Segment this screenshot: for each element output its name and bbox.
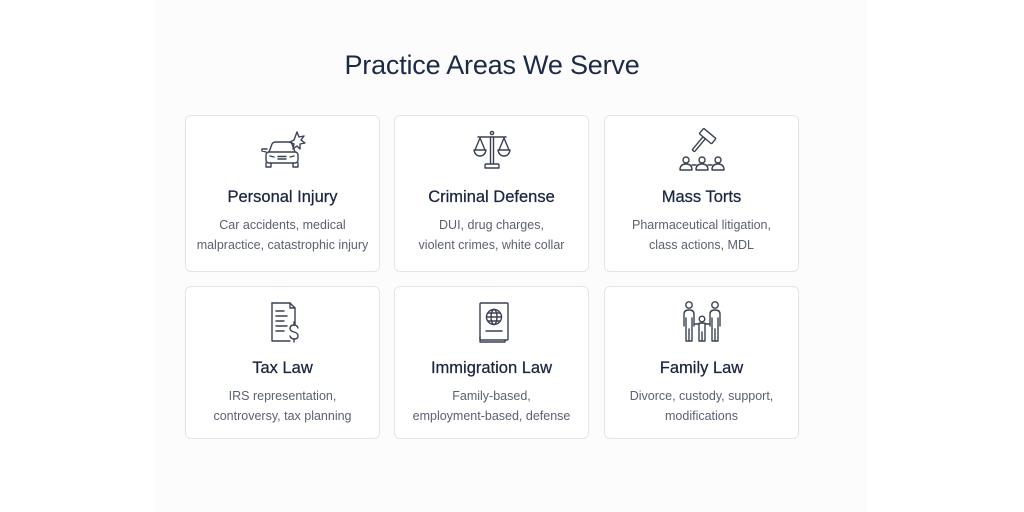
card-title: Family Law xyxy=(659,359,744,377)
description-line: class actions, MDL xyxy=(649,238,754,252)
passport-icon xyxy=(466,299,518,347)
gavel-group-icon xyxy=(676,128,728,176)
card-description: IRS representation, controversy, tax pla… xyxy=(192,386,373,426)
card-description: Divorce, custody, support, modifications xyxy=(611,386,792,426)
card-description: Pharmaceutical litigation, class actions… xyxy=(611,215,792,255)
description-line: controversy, tax planning xyxy=(213,409,352,423)
practice-card-personal-injury[interactable]: Personal Injury Car accidents, medical m… xyxy=(185,115,380,272)
card-title: Criminal Defense xyxy=(428,188,555,206)
description-line: Pharmaceutical litigation, xyxy=(632,218,771,232)
description-line: Divorce, custody, support, xyxy=(629,389,774,403)
description-line: violent crimes, white collar xyxy=(418,238,565,252)
scales-of-justice-icon xyxy=(466,128,518,176)
section-title: Practice Areas We Serve xyxy=(344,50,640,80)
card-description: DUI, drug charges, violent crimes, white… xyxy=(401,215,582,255)
description-line: modifications xyxy=(665,409,738,423)
description-line: employment-based, defense xyxy=(412,409,571,423)
description-line: IRS representation, xyxy=(228,389,337,403)
card-title: Personal Injury xyxy=(227,188,338,206)
description-line: malpractice, catastrophic injury xyxy=(196,238,369,252)
family-icon xyxy=(676,299,728,347)
practice-card-family-law[interactable]: Family Law Divorce, custody, support, mo… xyxy=(604,286,799,439)
practice-card-mass-torts[interactable]: Mass Torts Pharmaceutical litigation, cl… xyxy=(604,115,799,272)
card-title: Immigration Law xyxy=(430,359,553,377)
description-line: Family-based, xyxy=(452,389,531,403)
card-title: Mass Torts xyxy=(661,188,742,206)
description-line: DUI, drug charges, xyxy=(439,218,544,232)
description-line: Car accidents, medical xyxy=(219,218,346,232)
practice-card-tax-law[interactable]: Tax Law IRS representation, controversy,… xyxy=(185,286,380,439)
car-crash-icon xyxy=(257,128,309,176)
tax-document-icon xyxy=(257,299,309,347)
card-title: Tax Law xyxy=(252,359,313,377)
practice-card-immigration-law[interactable]: Immigration Law Family-based, employment… xyxy=(394,286,589,439)
practice-card-criminal-defense[interactable]: Criminal Defense DUI, drug charges, viol… xyxy=(394,115,589,272)
card-description: Family-based, employment-based, defense xyxy=(401,386,582,426)
card-description: Car accidents, medical malpractice, cata… xyxy=(192,215,373,255)
